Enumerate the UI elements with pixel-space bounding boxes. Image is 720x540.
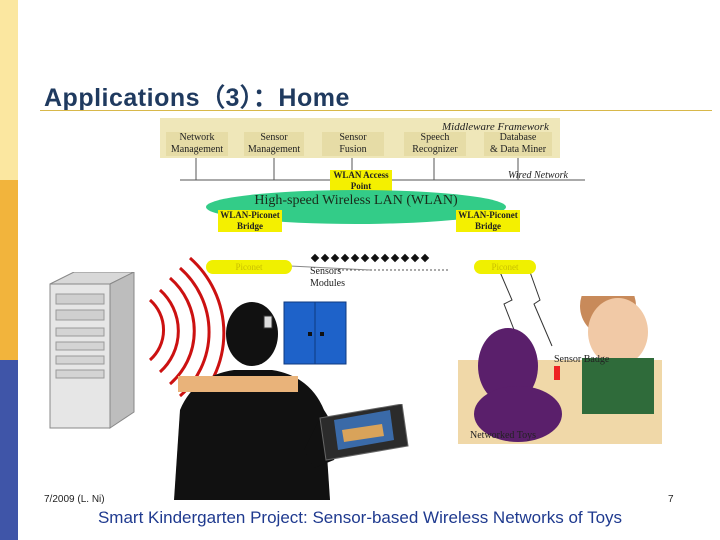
- middleware-title: Middleware Framework: [442, 121, 549, 133]
- module-line: Sensor: [260, 132, 288, 143]
- piconet-right: Piconet: [474, 260, 536, 274]
- person-silhouette-image: [174, 302, 338, 500]
- module-line: Management: [247, 144, 301, 155]
- module-line: Fusion: [339, 144, 367, 155]
- bridge-line: WLAN-Piconet: [458, 210, 518, 220]
- module-line: Speech: [420, 132, 450, 143]
- sensors-modules-label: Sensors Modules: [310, 266, 345, 290]
- module-line: Database: [499, 132, 537, 143]
- piconet-left: Piconet: [206, 260, 292, 274]
- slide-caption: Smart Kindergarten Project: Sensor-based…: [97, 508, 623, 527]
- module-database-data-miner: Database & Data Miner: [484, 132, 552, 156]
- sensors-line: Modules: [310, 278, 345, 289]
- module-sensor-fusion: Sensor Fusion: [322, 132, 384, 156]
- computer-tower-image: [49, 272, 135, 429]
- wall-panel-image: [263, 301, 347, 365]
- wlan-access-point: WLAN Access Point: [330, 170, 392, 192]
- left-decoration-bar: [0, 0, 18, 540]
- bridge-left: WLAN-Piconet Bridge: [218, 210, 282, 232]
- toys-and-child-image: [178, 296, 662, 444]
- bridge-line: WLAN-Piconet: [220, 210, 280, 220]
- sensor-dots: [310, 248, 432, 266]
- bridge-line: Bridge: [475, 221, 501, 231]
- handheld-device-image: [319, 404, 409, 461]
- bridge-line: Bridge: [237, 221, 263, 231]
- module-network-management: Network Management: [166, 132, 228, 156]
- bridge-right: WLAN-Piconet Bridge: [456, 210, 520, 232]
- access-point-line: WLAN Access: [333, 170, 389, 180]
- wired-network-label: Wired Network: [508, 170, 568, 181]
- access-point-line: Point: [350, 181, 372, 191]
- footer-date: 7/2009 (L. Ni): [44, 494, 105, 505]
- module-line: Network: [179, 132, 215, 143]
- module-line: & Data Miner: [489, 144, 547, 155]
- slide-title: Applications（3）：Home: [44, 84, 350, 112]
- sensor-badge-label: Sensor Badge: [554, 354, 610, 365]
- page-number: 7: [668, 494, 674, 505]
- sensors-line: Sensors: [310, 266, 342, 277]
- module-line: Sensor: [339, 132, 367, 143]
- module-speech-recognizer: Speech Recognizer: [404, 132, 466, 156]
- wlan-label: High-speed Wireless LAN (WLAN): [254, 193, 458, 208]
- module-sensor-management: Sensor Management: [244, 132, 304, 156]
- module-line: Management: [170, 144, 224, 155]
- networked-toys-label: Networked Toys: [470, 430, 537, 441]
- title-divider: [40, 110, 712, 111]
- module-line: Recognizer: [412, 144, 458, 155]
